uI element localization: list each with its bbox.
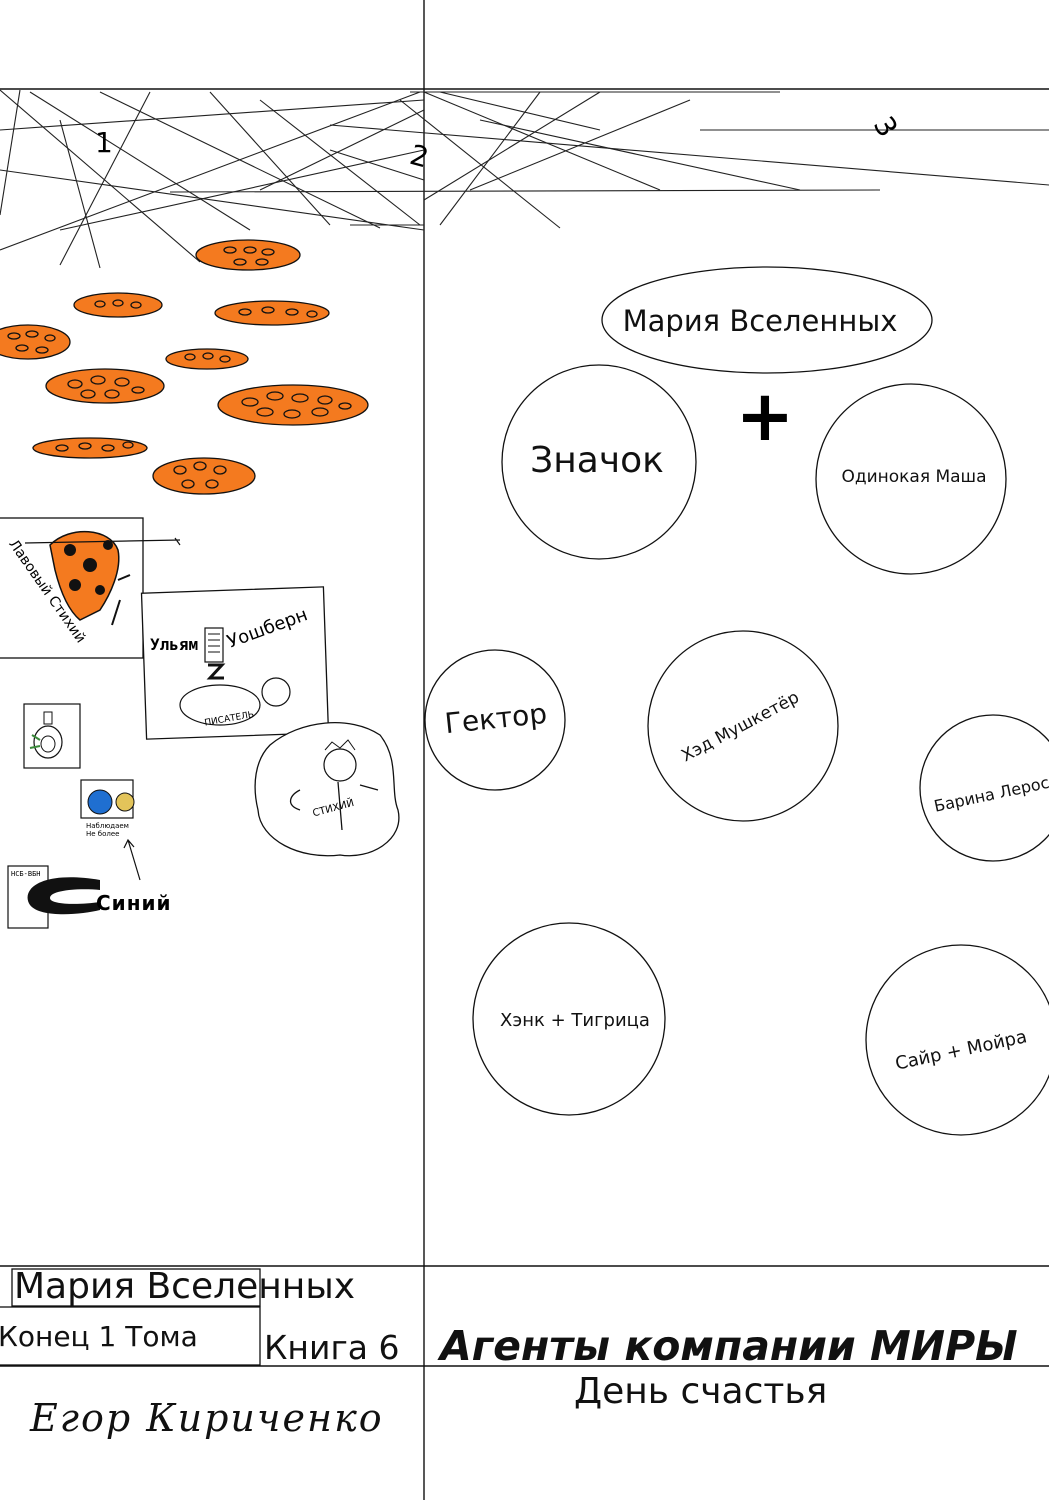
header-ellipse-label: Мария Вселенных — [623, 304, 898, 338]
writer-card-left-word: Ульям — [150, 635, 198, 654]
snail-card — [23, 703, 81, 769]
book-series-title: Мария Вселенных — [14, 1266, 356, 1307]
circle-barina-leros — [919, 714, 1049, 862]
blue-logo: НСБ-ВБН Синий — [7, 865, 172, 929]
main-title: Агенты компании МИРЫ — [440, 1322, 1018, 1370]
circle-hank-tigress — [472, 922, 666, 1116]
volume-end-label: Конец 1 Тома — [0, 1320, 198, 1353]
circle-hector — [424, 649, 566, 791]
orange-oval — [32, 437, 148, 459]
circle-head-musketeer — [647, 630, 839, 822]
lava-creature-card: Лавовый Стихий — [0, 517, 181, 659]
header-ellipse: Мария Вселенных — [601, 266, 933, 374]
section-number-3: 3 — [867, 111, 904, 143]
circle-badge-label: Значок — [530, 440, 664, 481]
blue-logo-tag: НСБ-ВБН — [11, 870, 41, 878]
subtitle: День счастья — [574, 1371, 828, 1412]
circle-lonely-masha — [815, 383, 1007, 575]
author-name: Егор Кириченко — [30, 1396, 384, 1440]
circle-hank-tigress-label: Хэнк + Тигрица — [500, 1010, 650, 1031]
character-circles — [424, 364, 1049, 1136]
book-number-label: Книга 6 — [264, 1328, 400, 1367]
writer-card: Ульям Уошберн ПИСАТЕЛЬ — [140, 586, 330, 740]
orange-oval — [45, 368, 165, 404]
circle-badge — [501, 364, 697, 560]
orange-ovals — [0, 239, 369, 495]
orange-oval — [217, 384, 369, 426]
section-number-1: 1 — [95, 126, 113, 159]
circle-sair-moira — [865, 944, 1049, 1136]
face-card: Наблюдаем Не более — [80, 779, 141, 881]
title-boxes — [0, 1268, 261, 1366]
orange-oval — [195, 239, 301, 271]
orange-oval — [0, 324, 71, 360]
orange-oval — [165, 348, 249, 370]
plus-sign: + — [736, 375, 795, 457]
orange-oval — [152, 457, 256, 495]
face-card-line-1: Наблюдаем — [86, 822, 129, 830]
line-web — [0, 89, 1049, 269]
blob-creature: СТИХИЙ — [254, 722, 400, 857]
orange-oval — [214, 300, 330, 326]
orange-oval — [73, 292, 163, 318]
blue-logo-word: Синий — [96, 891, 172, 915]
circle-lonely-masha-label: Одинокая Маша — [841, 467, 986, 487]
section-number-2: 2 — [406, 138, 432, 174]
face-card-line-2: Не более — [86, 830, 119, 838]
